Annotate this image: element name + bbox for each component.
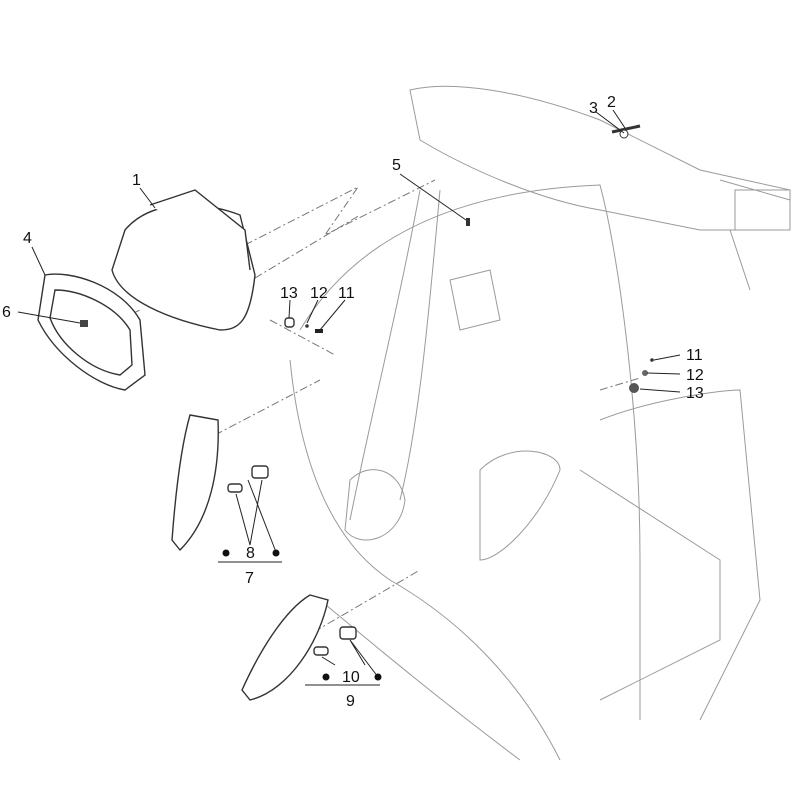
hardware-right — [629, 358, 654, 393]
turn-signal-lower — [241, 594, 357, 701]
label-4: 4 — [23, 230, 32, 247]
label-10: 10 — [342, 669, 360, 686]
label-3: 3 — [589, 100, 598, 117]
scooter-front-shield — [289, 184, 761, 761]
label-6: 6 — [2, 304, 11, 321]
hardware-left — [284, 317, 323, 333]
label-11-left: 11 — [338, 285, 355, 302]
label-11-right: 11 — [686, 347, 703, 364]
label-1: 1 — [132, 172, 141, 189]
label-7: 7 — [245, 570, 254, 587]
label-12-left: 12 — [310, 285, 328, 302]
headlight-assembly — [111, 189, 256, 331]
turn-signal-upper — [171, 414, 269, 552]
headlight-rim — [37, 273, 146, 391]
label-8: 8 — [246, 545, 255, 562]
label-12-right: 12 — [686, 367, 704, 384]
label-9: 9 — [346, 693, 355, 710]
part-5-screw — [466, 218, 470, 226]
label-2: 2 — [607, 94, 616, 111]
label-13-left: 13 — [280, 285, 298, 302]
handlebar — [409, 85, 791, 291]
label-5: 5 — [392, 157, 401, 174]
part-6-clip — [80, 320, 88, 327]
label-13-right: 13 — [686, 385, 704, 402]
